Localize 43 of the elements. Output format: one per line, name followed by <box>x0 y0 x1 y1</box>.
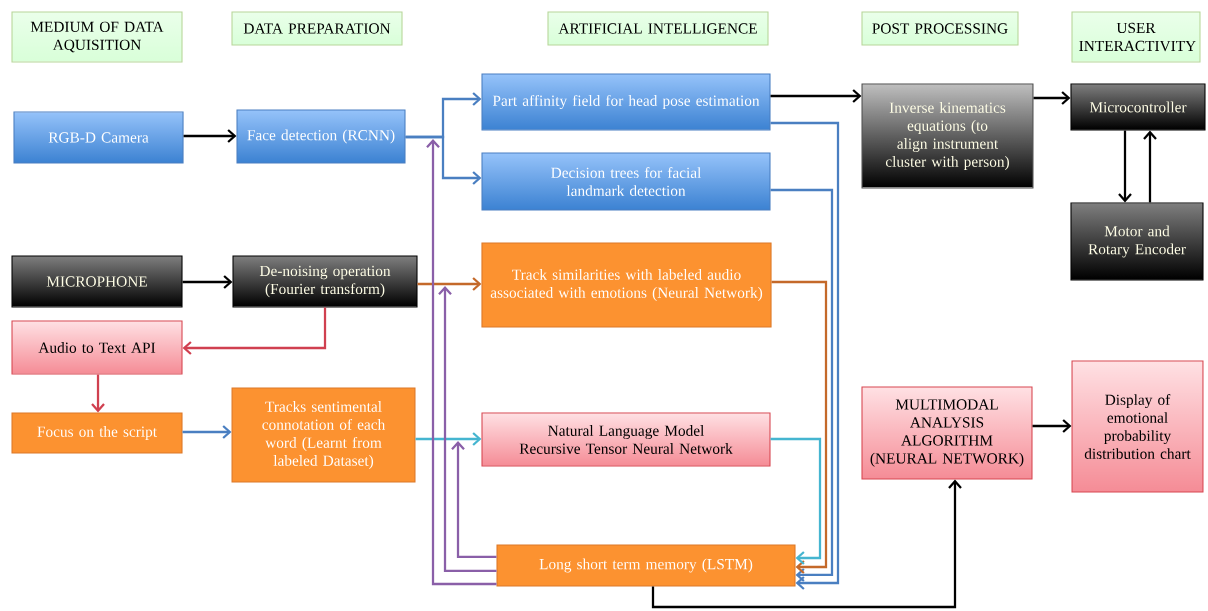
process-box: Track similarities with labeled audio associated with emotions (Neural Network) <box>481 242 772 328</box>
arrow <box>770 188 834 582</box>
process-box: Natural Language Model Recursive Tensor Neural Network <box>481 412 771 467</box>
process-box: Decision trees for facial landmark detection <box>481 152 771 211</box>
header-box: USER INTERACTIVITY <box>1071 11 1201 63</box>
process-box: MULTIMODAL ANALYSIS ALGORITHM (NEURAL NETWORK) <box>861 386 1033 480</box>
header-box: ARTIFICIAL INTELLIGENCE <box>547 11 769 46</box>
process-box: Motor and Rotary Encoder <box>1070 202 1204 281</box>
arrow <box>91 374 105 413</box>
arrow <box>417 277 482 291</box>
process-box: MICROPHONE <box>11 255 183 308</box>
process-box: Display of emotional probability distribution chart <box>1071 360 1204 493</box>
process-box: Focus on the script <box>11 412 183 454</box>
arrow <box>426 139 497 586</box>
process-box: De-noising operation (Fourier transform) <box>232 255 418 308</box>
arrow <box>770 437 822 565</box>
arrow <box>770 89 862 103</box>
header-box: POST PROCESSING <box>861 11 1019 46</box>
process-box: Face detection (RCNN) <box>236 109 406 164</box>
process-box: Part affinity field for head pose estimation <box>481 73 771 131</box>
arrow <box>182 307 327 355</box>
process-box: Audio to Text API <box>11 320 183 375</box>
arrow <box>1118 130 1132 203</box>
arrow <box>651 479 962 609</box>
process-box: Inverse kinematics equations (to align instrument cluster with person) <box>861 83 1034 189</box>
header-box: DATA PREPARATION <box>231 11 403 46</box>
header-box: MEDIUM OF DATA AQUISITION <box>11 11 183 63</box>
arrow <box>405 135 482 185</box>
process-box: Microcontroller <box>1070 83 1206 131</box>
arrow <box>182 425 232 439</box>
arrow <box>183 129 237 143</box>
arrow <box>1032 419 1072 433</box>
process-box: RGB-D Camera <box>13 111 184 164</box>
process-box: Long short term memory (LSTM) <box>496 544 796 587</box>
arrow <box>415 432 482 446</box>
arrow <box>1143 130 1157 203</box>
arrow <box>182 275 233 289</box>
arrow <box>770 121 840 590</box>
arrow <box>771 280 828 574</box>
process-box: Tracks sentimental connotation of each word (Learnt from labeled Dataset) <box>231 387 416 483</box>
arrow <box>438 286 497 573</box>
arrow <box>451 441 497 559</box>
arrow <box>1033 91 1071 105</box>
